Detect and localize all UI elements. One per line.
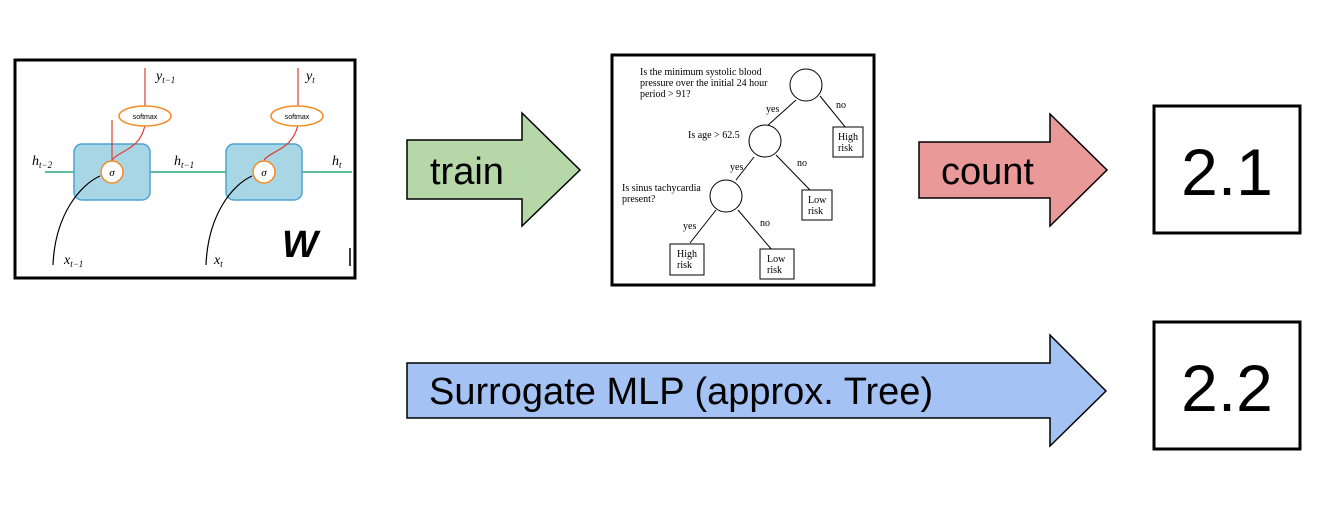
leaf-high-risk-1-text: High risk [838,132,861,154]
train-arrow: train [406,111,582,228]
label-no-3: no [760,218,770,229]
sigma-label-1: σ [109,167,115,179]
weight-label: W [282,224,321,266]
question-3: Is sinus tachycardia present? [622,183,703,205]
cell-1-to-softmax [111,124,146,161]
leaf-high-risk-2-text: High risk [677,249,700,271]
sigma-node-2 [252,160,276,184]
x-prev-input-curve [52,175,101,266]
label-yes-2: yes [730,162,743,173]
label-no-1: no [836,100,846,111]
edge-q2-no [775,154,811,191]
tree-node-q3 [709,179,743,213]
softmax-label-1: softmax [133,114,158,121]
count-arrow-label: count [941,151,1034,193]
y-cur-label: yt [304,69,315,85]
softmax-node-1 [118,105,172,127]
cell-2-to-softmax [263,124,299,161]
leaf-high-risk-1 [832,126,864,158]
h-tm1-label: ht−1 [174,154,194,170]
softmax-node-2 [270,105,324,127]
question-2: Is age > 62.5 [688,130,740,141]
sigma-node-1 [100,160,124,184]
result-value-bottom: 2.2 [1181,351,1273,425]
surrogate-arrow-shape [406,333,1108,448]
surrogate-arrow-label: Surrogate MLP (approx. Tree) [429,371,933,413]
rnn-panel: softmax σ softmax σ yt−1 yt ht−2 ht−1 ht… [13,58,357,280]
y-prev-label: yt−1 [154,69,175,85]
label-yes-3: yes [683,221,696,232]
tree-node-q1 [789,68,823,102]
result-box-top-frame [1152,104,1302,235]
sigma-label-2: σ [261,167,267,179]
result-box-bottom-frame [1152,320,1302,451]
train-arrow-label: train [430,151,504,193]
edge-q3-yes [689,209,717,244]
leaf-low-risk-1 [801,189,833,221]
result-box-top: 2.1 [1152,104,1302,235]
softmax-label-2: softmax [285,114,310,121]
train-arrow-shape [406,111,582,228]
label-no-2: no [797,158,807,169]
count-arrow: count [918,112,1109,228]
tree-node-q2 [748,124,782,158]
label-yes-1: yes [766,104,779,115]
edge-q3-no [737,209,773,251]
h-tm2-label: ht−2 [32,154,53,170]
leaf-low-risk-1-text: Low risk [808,195,829,217]
leaf-low-risk-2 [759,248,795,280]
decision-tree-panel: Is the minimum systolic blood pressure o… [610,53,876,287]
edge-q1-no [819,95,847,129]
leaf-high-risk-2 [669,243,705,276]
x-cur-input-curve [205,175,253,266]
surrogate-arrow: Surrogate MLP (approx. Tree) [406,333,1108,448]
edge-q2-yes [735,156,755,181]
count-arrow-shape [918,112,1109,228]
leaf-low-risk-2-text: Low risk [767,254,788,276]
question-1: Is the minimum systolic blood pressure o… [640,67,770,100]
edge-q1-yes [765,99,797,128]
h-t-label: ht [332,154,342,170]
x-tm1-label: xt−1 [63,253,83,269]
result-box-bottom: 2.2 [1152,320,1302,451]
x-t-label: xt [213,253,223,269]
tree-panel-frame [610,53,876,287]
result-value-top: 2.1 [1181,135,1273,209]
